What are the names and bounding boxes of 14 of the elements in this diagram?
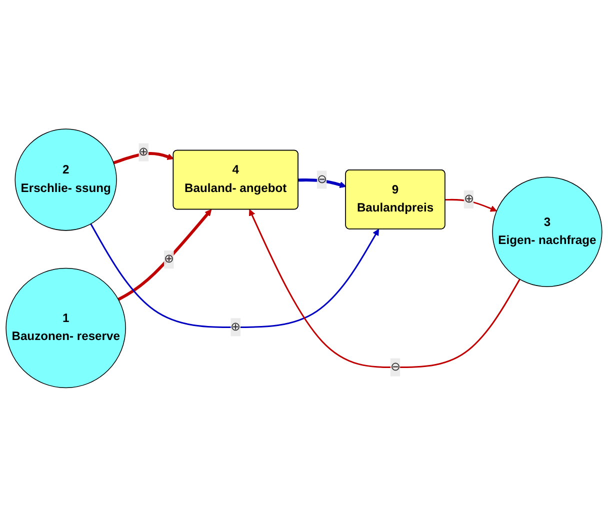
edge-label: ⊕ [230,320,241,333]
arrow [118,208,212,300]
node-circle: 1 Bauzonen- reserve [6,267,126,388]
arrow [113,152,174,164]
edge-label: ⊕ [164,252,174,266]
edge-label: ⊖ [316,172,327,186]
arrow [298,178,346,188]
arrow [90,223,379,328]
edge-label: ⊖ [390,360,400,373]
edge-label: ⊕ [138,145,149,158]
arrow [249,208,520,368]
node-circle: 2 Erschlie- ssung [14,128,117,230]
node-circle: 3 Eigen- nachfrage [492,176,602,287]
edge-label: ⊕ [464,192,474,206]
